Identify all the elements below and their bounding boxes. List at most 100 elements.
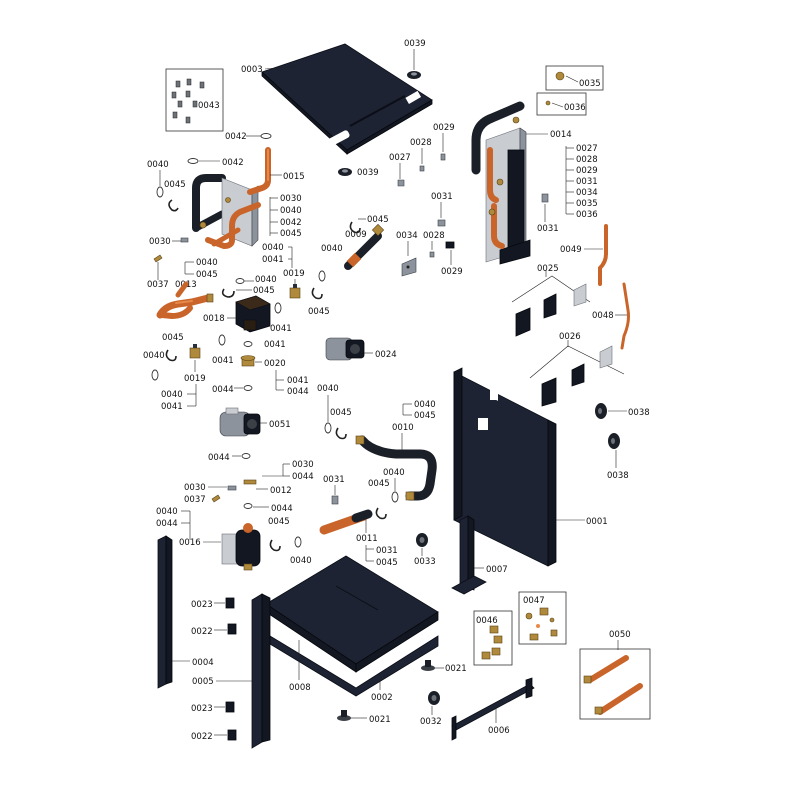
label-0021-a: 0021 — [445, 664, 467, 674]
part-0002-base-plate — [265, 555, 439, 697]
label-0041-b: 0041 — [270, 324, 292, 334]
part-0033-cap — [416, 533, 428, 547]
part-0043-screws-kit — [165, 68, 224, 132]
label-0037-a: 0037 — [147, 280, 169, 290]
label-0040-j: 0040 — [290, 556, 312, 566]
part-0031-valve-c — [331, 495, 339, 505]
part-0045-clip-a — [168, 199, 179, 212]
label-0028-a: 0028 — [410, 138, 432, 148]
label-0044-e: 0044 — [271, 504, 293, 514]
part-0045-clip-d — [349, 221, 361, 234]
part-0047-fittings-kit — [518, 591, 567, 645]
label-0048: 0048 — [592, 311, 614, 321]
label-0041-c: 0041 — [212, 356, 234, 366]
part-0040-oring-g — [391, 491, 399, 503]
label-0040-d: 0040 — [255, 275, 277, 285]
part-0038-disc-a — [595, 403, 607, 419]
label-0034-a: 0034 — [396, 231, 418, 241]
label-0044-d: 0044 — [292, 472, 314, 482]
label-0037-b: 0037 — [184, 495, 206, 505]
part-0040-oring-c — [318, 270, 326, 282]
label-0041-a: 0041 — [262, 255, 284, 265]
part-0019-valve-fitting-b — [189, 344, 201, 359]
label-0044-c: 0044 — [208, 453, 230, 463]
label-0021-b: 0021 — [369, 715, 391, 725]
label-0044-a: 0044 — [287, 387, 309, 397]
label-0022-a: 0022 — [191, 627, 213, 637]
label-0039-mid: 0039 — [357, 168, 379, 178]
label-0042-b: 0042 — [222, 158, 244, 168]
part-0021-foot-a — [421, 660, 435, 671]
part-0020-fitting — [240, 355, 256, 367]
label-0040-f: 0040 — [321, 244, 343, 254]
label-0014: 0014 — [550, 130, 572, 140]
part-0022-bracket-a — [227, 623, 237, 635]
label-0036-b: 0036 — [576, 210, 598, 220]
label-0051: 0051 — [269, 420, 291, 430]
label-0045-e: 0045 — [308, 307, 330, 317]
label-0041-d: 0041 — [264, 340, 286, 350]
label-0028-b: 0028 — [423, 231, 445, 241]
label-0042-a: 0042 — [225, 132, 247, 142]
label-0043: 0043 — [198, 101, 220, 111]
part-0050-copper-tubes — [579, 640, 651, 720]
label-0040-l: 0040 — [317, 384, 339, 394]
label-0040-e: 0040 — [262, 243, 284, 253]
label-0049: 0049 — [560, 245, 582, 255]
label-0044-b: 0044 — [212, 385, 234, 395]
label-0030-d: 0030 — [184, 483, 206, 493]
part-0012-connector — [243, 479, 257, 485]
label-0006: 0006 — [488, 726, 510, 736]
part-0040-oring-e — [294, 536, 302, 548]
label-0046: 0046 — [476, 616, 498, 626]
part-0045-clip-g — [335, 427, 347, 440]
part-0015-heat-exchanger-assembly — [192, 147, 271, 250]
label-0031-e: 0031 — [376, 546, 398, 556]
part-0040-oring-b — [235, 278, 245, 284]
label-0003: 0003 — [241, 65, 263, 75]
label-0045-d: 0045 — [253, 286, 275, 296]
label-0029-b: 0029 — [441, 267, 463, 277]
label-0036-a: 0036 — [564, 103, 586, 113]
label-0040-h: 0040 — [161, 390, 183, 400]
label-0038-b: 0038 — [607, 471, 629, 481]
part-0013-copper-pipe — [156, 281, 214, 320]
part-0037-fitting-b — [211, 494, 221, 503]
part-0048-copper-tube — [620, 282, 630, 350]
label-0018: 0018 — [203, 314, 225, 324]
part-0038-disc-b — [608, 433, 620, 449]
label-0045-f: 0045 — [367, 215, 389, 225]
label-0045-j: 0045 — [330, 408, 352, 418]
label-0022-b: 0022 — [191, 732, 213, 742]
label-0033: 0033 — [414, 557, 436, 567]
part-0022-bracket-b — [227, 729, 237, 741]
part-0016-diverter-valve — [221, 523, 261, 571]
label-0030-a: 0030 — [280, 194, 302, 204]
part-0042-oring-b — [187, 158, 199, 164]
label-0040-a: 0040 — [280, 206, 302, 216]
label-0016: 0016 — [179, 538, 201, 548]
label-0040-c: 0040 — [196, 258, 218, 268]
part-0030-sensor-b — [227, 485, 237, 491]
part-0023-bracket-b — [225, 701, 235, 713]
label-0019-b: 0019 — [184, 374, 206, 384]
part-0045-clip-h — [375, 507, 387, 520]
part-0006-cross-bar — [451, 677, 535, 741]
label-0047: 0047 — [523, 596, 545, 606]
label-0008: 0008 — [289, 683, 311, 693]
part-0026-cover-plates — [529, 340, 625, 407]
label-0009: 0009 — [345, 230, 367, 240]
part-0037-fitting — [153, 254, 163, 263]
label-0028-c: 0028 — [576, 155, 598, 165]
label-0012: 0012 — [270, 486, 292, 496]
label-0023-a: 0023 — [191, 600, 213, 610]
label-0045-k: 0045 — [368, 479, 390, 489]
label-0040-m: 0040 — [383, 468, 405, 478]
part-0001-back-panel — [453, 367, 557, 567]
part-0044-oring-b — [241, 453, 251, 459]
label-0023-b: 0023 — [191, 704, 213, 714]
label-0032: 0032 — [420, 717, 442, 727]
part-0005-upright — [251, 593, 271, 749]
part-0039-grommet-mid — [338, 168, 352, 176]
